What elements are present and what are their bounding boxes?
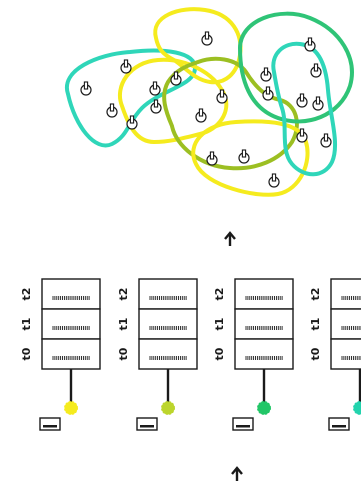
user-icon (80, 81, 92, 96)
cluster-yellow-bottom (191, 119, 310, 197)
data-block (234, 308, 294, 340)
device-icon (232, 417, 254, 431)
device-icon (136, 417, 158, 431)
data-block (330, 308, 361, 340)
time-label: t2 (309, 288, 322, 301)
time-label: t0 (213, 347, 226, 360)
cluster-olive-center (162, 56, 299, 171)
time-label: t2 (20, 288, 33, 301)
data-block (41, 278, 101, 310)
user-icon (150, 99, 162, 114)
cluster-yellow-top (153, 7, 243, 85)
user-icon (296, 128, 308, 143)
user-icon (304, 37, 316, 52)
time-label: t1 (309, 318, 322, 331)
time-label: t1 (20, 318, 33, 331)
user-icon (310, 63, 322, 78)
user-icon (206, 151, 218, 166)
device-icon (328, 417, 350, 431)
user-icon (296, 93, 308, 108)
user-icon (268, 173, 280, 188)
stack-3: t2 t1 t0 (213, 278, 294, 431)
user-icon (120, 59, 132, 74)
time-label: t0 (20, 347, 33, 360)
user-icon (126, 115, 138, 130)
user-icon (195, 108, 207, 123)
user-icon (312, 96, 324, 111)
time-label: t1 (213, 318, 226, 331)
data-block (41, 308, 101, 340)
user-icon (238, 149, 250, 164)
device-icon (39, 417, 61, 431)
user-icon (216, 89, 228, 104)
data-block (234, 338, 294, 370)
stack-1: t2 t1 t0 (20, 278, 101, 431)
user-icon (170, 71, 182, 86)
status-dot (257, 401, 271, 415)
user-icon (149, 81, 161, 96)
stack-4: t2 t1 t0 (309, 278, 361, 431)
data-block (138, 308, 198, 340)
stack-2: t2 t1 t0 (117, 278, 198, 431)
time-label: t0 (309, 347, 322, 360)
time-label: t1 (117, 318, 130, 331)
arrows (224, 231, 243, 481)
data-block (138, 338, 198, 370)
user-icon (260, 67, 272, 82)
user-icon (106, 103, 118, 118)
up-arrow-middle (224, 231, 236, 246)
data-block (234, 278, 294, 310)
user-icons (80, 31, 332, 188)
user-icon (201, 31, 213, 46)
up-arrow-bottom (231, 466, 243, 481)
status-dot (161, 401, 175, 415)
cluster-teal-right (271, 41, 337, 177)
cluster-yellow-middle (118, 57, 229, 144)
timeline-stacks: t2 t1 t0 t2 t1 t0 t2 t1 t0 t2 t1 t0 (20, 278, 361, 431)
data-block (41, 338, 101, 370)
time-label: t2 (117, 288, 130, 301)
cluster-outlines (64, 7, 354, 197)
data-block (330, 338, 361, 370)
data-block (330, 278, 361, 310)
time-label: t0 (117, 347, 130, 360)
user-icon (262, 86, 274, 101)
cluster-teal-left (64, 48, 197, 148)
time-label: t2 (213, 288, 226, 301)
status-dot (353, 401, 361, 415)
status-dot (64, 401, 78, 415)
data-block (138, 278, 198, 310)
user-icon (320, 133, 332, 148)
cluster-green-right (238, 11, 354, 124)
